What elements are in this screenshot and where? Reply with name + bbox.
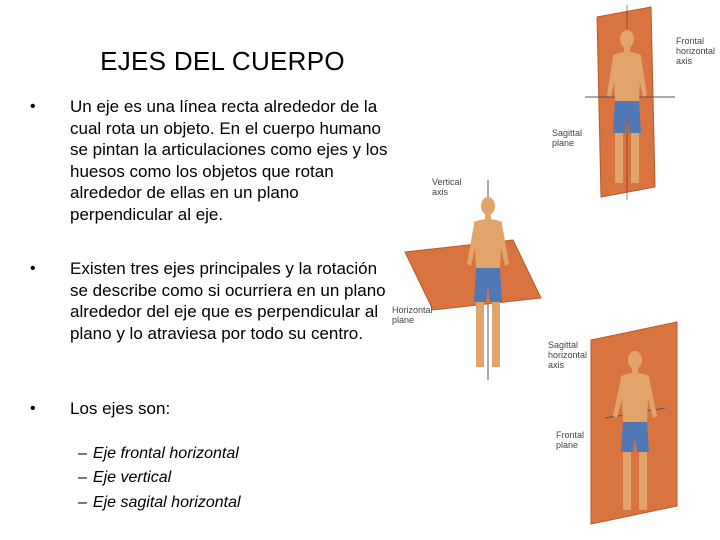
bullet-item-1: • Un eje es una línea recta alrededor de… [30, 96, 395, 225]
slide-title: EJES DEL CUERPO [100, 46, 345, 76]
sub-item-text: Eje sagital horizontal [92, 494, 241, 511]
sub-item-sagittal: –Eje sagital horizontal [78, 492, 241, 514]
label-sagittal-plane: Sagittal plane [552, 128, 583, 148]
label-horizontal-plane: Horizontal plane [392, 305, 433, 325]
label-frontal-horizontal-axis: Frontal horizontal axis [676, 36, 716, 66]
bullet-symbol: • [30, 98, 36, 115]
sub-item-vertical: –Eje vertical [78, 467, 171, 489]
bullet-text: Existen tres ejes principales y la rotac… [70, 259, 386, 343]
bullet-symbol: • [30, 400, 36, 417]
bullet-text: Un eje es una línea recta alrededor de l… [70, 97, 388, 224]
bullet-symbol: • [30, 260, 36, 277]
sub-item-text: Eje vertical [92, 469, 172, 486]
figure-frontal-plane [590, 321, 678, 525]
bullet-item-2: • Existen tres ejes principales y la rot… [30, 258, 395, 344]
figure-sagittal-plane [585, 5, 675, 200]
dash-symbol: – [78, 445, 87, 462]
sub-item-frontal: –Eje frontal horizontal [78, 443, 239, 465]
label-vertical-axis: Vertical axis [432, 177, 462, 197]
figure-horizontal-plane [404, 180, 542, 380]
bullet-item-3: • Los ejes son: [30, 398, 170, 420]
human-figure-icon [607, 30, 647, 183]
bullet-text: Los ejes son: [70, 399, 171, 418]
label-frontal-plane: Frontal plane [556, 430, 585, 450]
human-figure-icon [467, 197, 509, 367]
dash-symbol: – [78, 469, 87, 486]
sub-item-text: Eje frontal horizontal [92, 445, 239, 462]
human-figure-icon [613, 351, 657, 510]
dash-symbol: – [78, 494, 87, 511]
label-sagittal-horizontal-axis: Sagittal horizontal axis [548, 340, 588, 370]
